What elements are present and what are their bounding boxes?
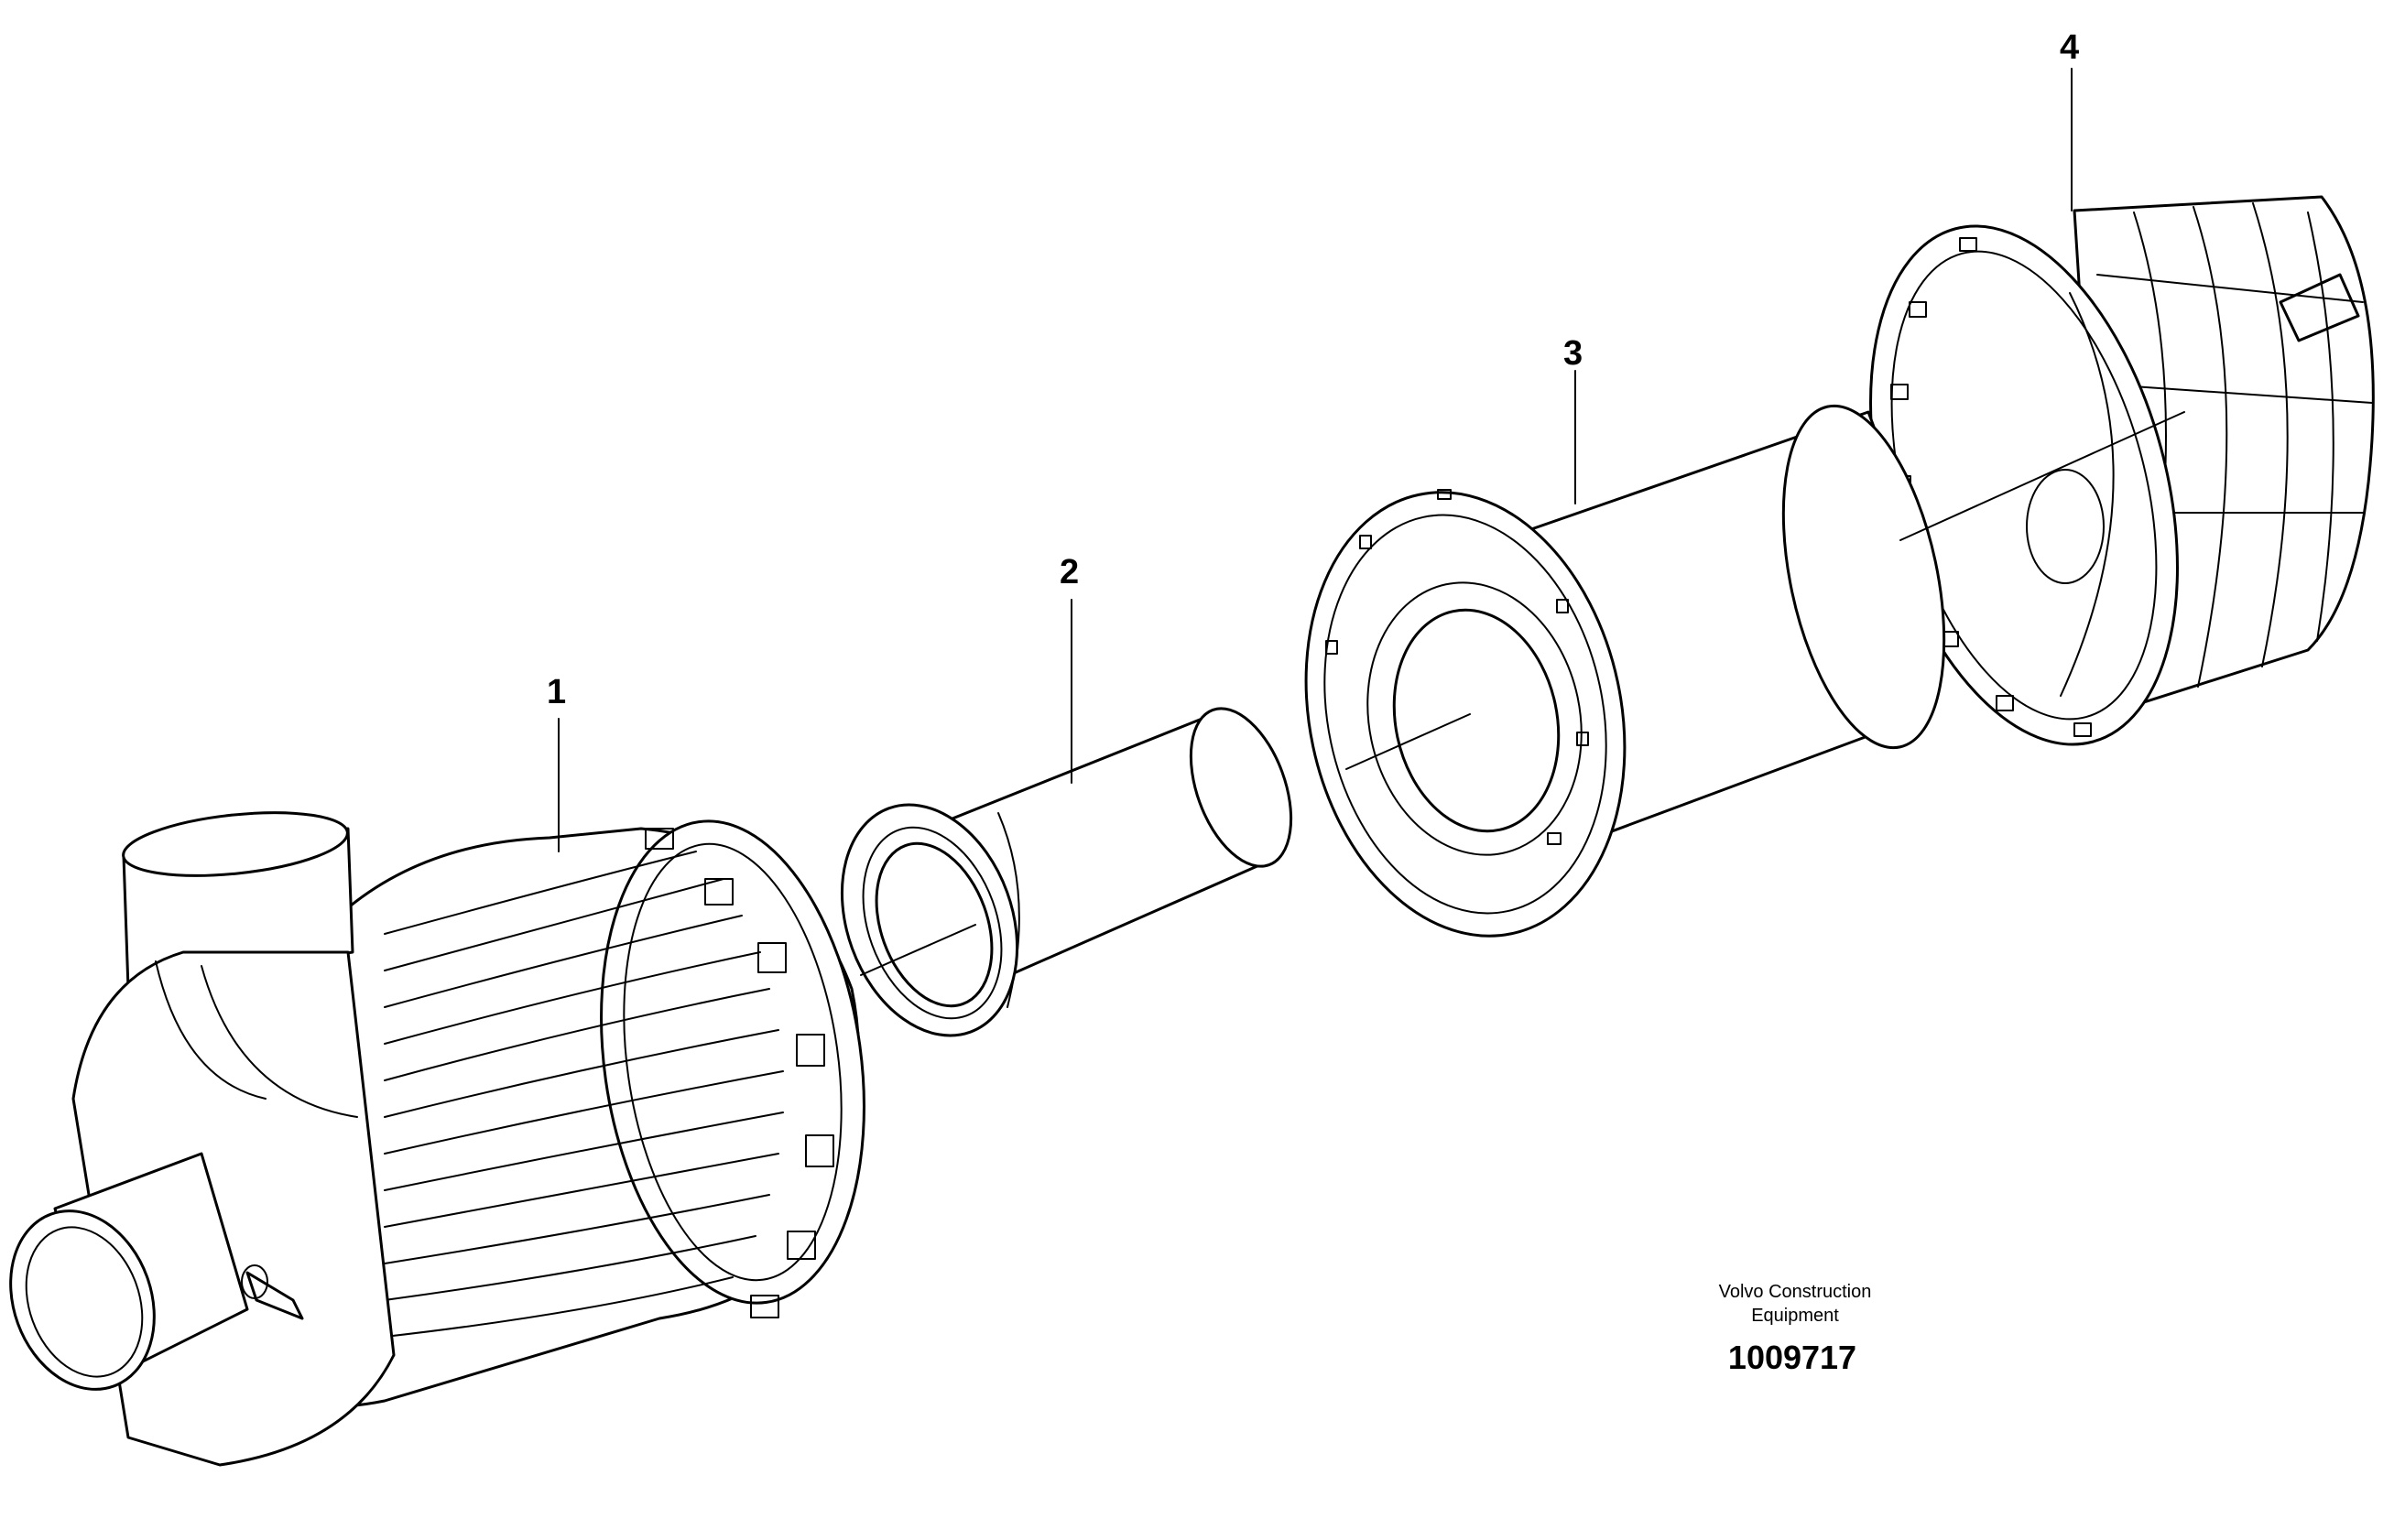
part-2-safety-filter xyxy=(840,707,1293,1037)
credit-block: Volvo Construction Equipment 1009717 xyxy=(1719,1282,1872,1376)
drawing-number: 1009717 xyxy=(1728,1339,1856,1376)
credit-line-1: Volvo Construction xyxy=(1719,1282,1872,1302)
callout-1: 1 xyxy=(547,673,566,711)
callout-4: 4 xyxy=(2060,28,2079,67)
credit-line-2: Equipment xyxy=(1751,1306,1839,1326)
callout-labels: 1 2 3 4 xyxy=(547,28,2079,711)
callout-3: 3 xyxy=(1563,334,1583,373)
callout-2: 2 xyxy=(1060,553,1079,591)
part-1-housing xyxy=(9,811,865,1467)
part-3-main-filter xyxy=(1304,404,1946,938)
leader-lines xyxy=(558,68,2185,976)
